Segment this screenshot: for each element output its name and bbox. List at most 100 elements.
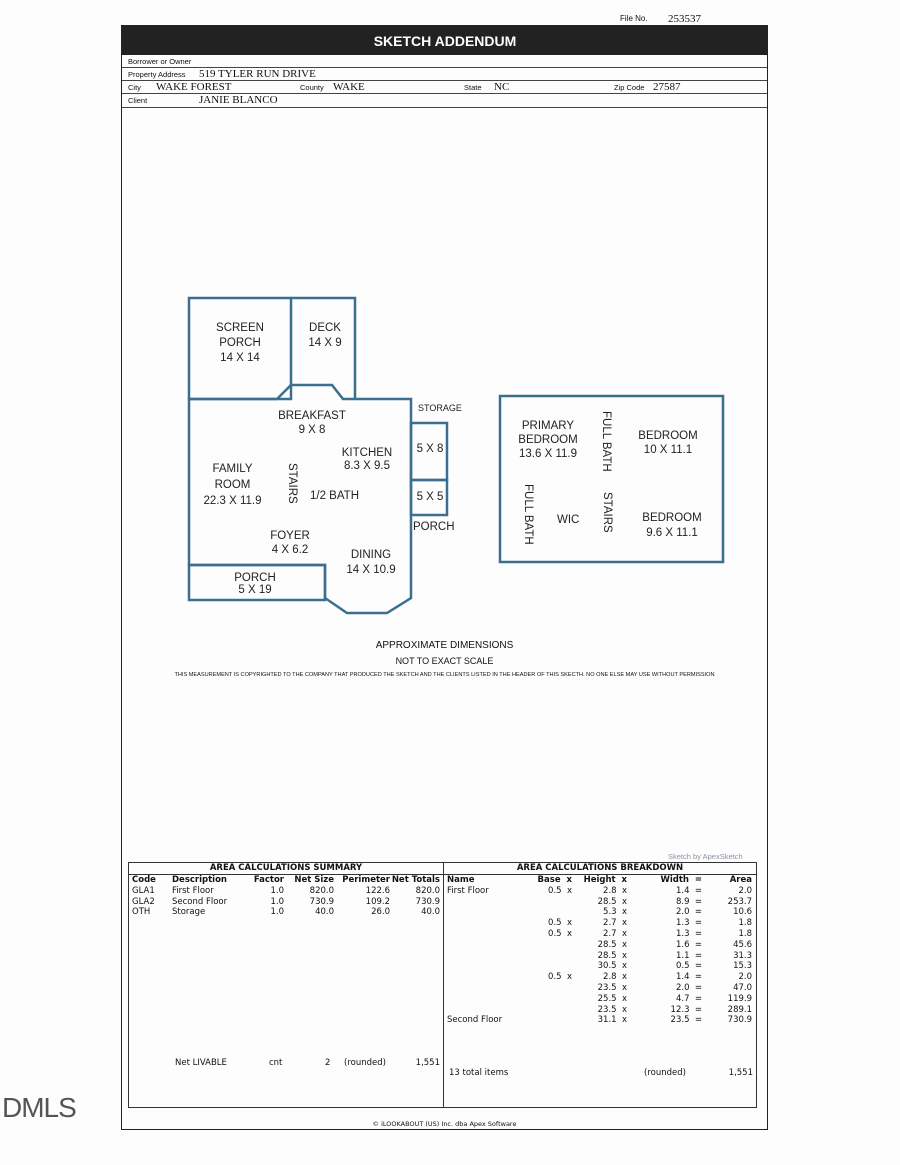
file-no-label: File No.	[620, 14, 648, 23]
summary-cell: Storage	[172, 907, 206, 918]
breakdown-cell: 1.4 =	[675, 885, 702, 896]
city: WAKE FOREST	[156, 81, 232, 93]
breakdown-cell	[447, 940, 517, 951]
breakdown-rounded: (rounded)	[644, 1068, 686, 1078]
breakdown-cell: Height x	[583, 875, 627, 885]
breakdown-cell: 4.7 =	[675, 993, 702, 1004]
breakdown-cell: Width =	[660, 875, 702, 885]
summary-cell: 122.6	[365, 885, 390, 896]
breakdown-row: 0.5 x 2.7 x 1.3 = 1.8	[444, 929, 756, 940]
full-bath-label-1: FULL BATH	[600, 411, 612, 472]
breakdown-cell: 0.5 x	[548, 928, 572, 939]
small-porch-dim: 5 X 5	[416, 491, 444, 503]
breakdown-cell: 289.1	[727, 1004, 752, 1015]
breakdown-cell	[517, 1005, 572, 1016]
breakdown-cell	[447, 907, 517, 918]
breakdown-cell: 10.6	[733, 907, 752, 918]
summary-cell: 820.0	[415, 885, 440, 896]
summary-cell: Code	[132, 875, 156, 885]
summary-cell: 820.0	[309, 885, 334, 896]
breakdown-cell: 28.5 x	[597, 939, 627, 950]
net-livable-label: Net LIVABLE	[175, 1058, 227, 1068]
breakdown-cell: 0.5 x	[548, 918, 572, 929]
breakdown-cell: 0.5 x	[548, 972, 572, 983]
breakdown-cell	[517, 961, 572, 972]
summary-cell: GLA2	[132, 896, 155, 907]
address-label: Property Address	[128, 70, 186, 79]
summary-cell: Net Size	[294, 875, 334, 885]
city-label: City	[128, 83, 141, 92]
summary-title: AREA CALCULATIONS SUMMARY	[129, 863, 443, 875]
breakdown-cell: 28.5 x	[597, 950, 627, 961]
summary-cell: Description	[172, 875, 227, 885]
breakdown-cell: 253.7	[727, 896, 752, 907]
breakdown-cell	[447, 918, 517, 929]
summary-cell: First Floor	[172, 885, 214, 896]
borrower-label: Borrower or Owner	[128, 57, 192, 66]
county-label: County	[300, 83, 324, 92]
breakdown-cell	[447, 897, 517, 908]
porch-outline	[187, 563, 327, 602]
small-porch-label: PORCH	[413, 521, 455, 533]
breakdown-cell: 1.1 =	[675, 950, 702, 961]
breakdown-cell: 1.3 =	[675, 928, 702, 939]
zip: 27587	[653, 81, 681, 93]
breakdown-cell: 5.3 x	[603, 907, 627, 918]
summary-cell: Second Floor	[172, 896, 228, 907]
breakdown-cell: Base x	[537, 875, 572, 885]
total-items: 13 total items	[449, 1068, 509, 1078]
breakdown-cell: 2.0	[738, 885, 752, 896]
breakdown-cell: 2.0 =	[675, 907, 702, 918]
state-label: State	[464, 83, 482, 92]
breakdown-cell: 45.6	[733, 939, 752, 950]
summary-cell: 1.0	[270, 907, 284, 918]
breakdown-total: 1,551	[728, 1068, 753, 1078]
breakdown-cell: 0.5 =	[675, 961, 702, 972]
breakdown-cell	[517, 897, 572, 908]
breakdown-cell	[517, 983, 572, 994]
summary-cell: OTH	[132, 907, 151, 918]
breakdown-cell: 2.0 =	[675, 982, 702, 993]
breakdown-cell: 1.8	[738, 918, 752, 929]
breakdown-cell: 0.5 x	[548, 885, 572, 896]
breakdown-cell: 1.3 =	[675, 918, 702, 929]
form-title: SKETCH ADDENDUM	[122, 25, 768, 55]
breakdown-cell	[517, 1015, 572, 1026]
half-bath-label: 1/2 BATH	[310, 490, 359, 502]
client-row: Client JANIE BLANCO	[122, 94, 767, 108]
summary-cell: 1.0	[270, 896, 284, 907]
second-floor-outline	[498, 394, 725, 564]
address: 519 TYLER RUN DRIVE	[199, 68, 316, 80]
breakdown-cell: 8.9 =	[675, 896, 702, 907]
dmls-watermark: DMLS	[2, 1092, 77, 1123]
stairs-label: STAIRS	[286, 463, 298, 504]
stairs-label-2: STAIRS	[601, 492, 613, 533]
breakdown-title: AREA CALCULATIONS BREAKDOWN	[444, 863, 756, 875]
breakdown-cell: 47.0	[733, 982, 752, 993]
summary-cell: 730.9	[415, 896, 440, 907]
breakdown-cell	[447, 951, 517, 962]
breakdown-cell: 1.8	[738, 928, 752, 939]
breakdown-cell: Second Floor	[447, 1015, 503, 1026]
breakdown-cell: 2.7 x	[603, 928, 627, 939]
breakdown-cell: Name	[447, 875, 475, 885]
state: NC	[494, 81, 510, 93]
